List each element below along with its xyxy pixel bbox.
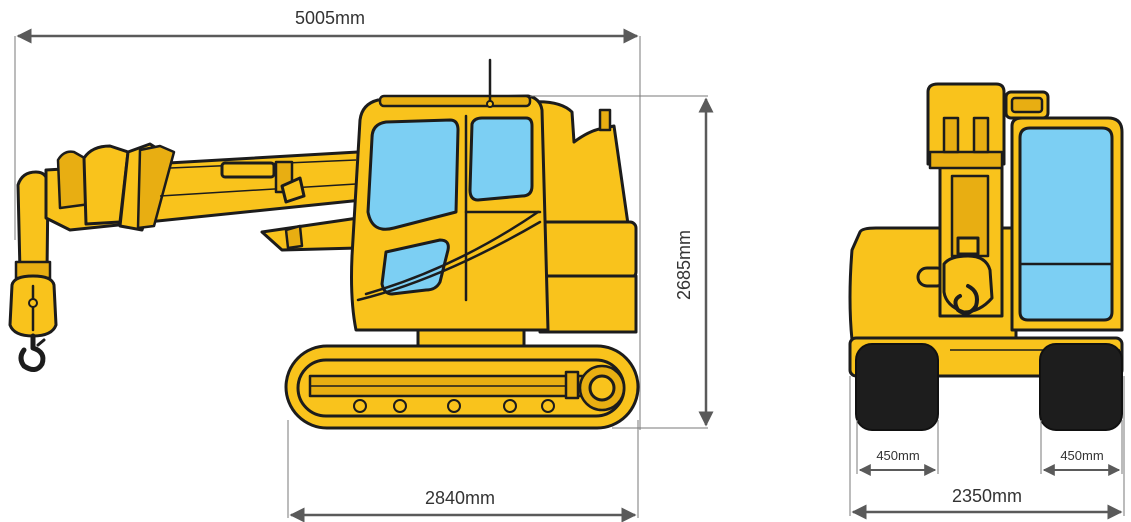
hook-icon-rear: [953, 284, 979, 316]
crane-side-view: [8, 58, 640, 430]
cab-front-window: [366, 118, 460, 231]
overall-length-label: 5005mm: [295, 8, 365, 28]
cab-side-window: [468, 116, 534, 202]
operator-cab: [350, 58, 550, 332]
left-track-rear: [855, 343, 939, 431]
overall-height-label: 2685mm: [674, 230, 694, 300]
crane-rear-view: [848, 82, 1124, 431]
track-width-right-label: 450mm: [1060, 448, 1103, 463]
telescopic-boom: [44, 142, 364, 252]
hook-block: [8, 170, 58, 338]
overall-width-label: 2350mm: [952, 486, 1022, 506]
dim-overall-width: 2350mm: [849, 376, 1125, 520]
dim-overall-length: 5005mm: [14, 8, 641, 430]
dim-track-length: 2840mm: [287, 420, 639, 522]
dim-track-width-right: 450mm: [1040, 420, 1123, 476]
track-width-left-label: 450mm: [876, 448, 919, 463]
crawler-track-side: [284, 328, 640, 430]
dim-overall-height: 2685mm: [530, 95, 714, 429]
dim-track-width-left: 450mm: [856, 420, 939, 476]
rear-housing: [528, 100, 638, 334]
track-length-label: 2840mm: [425, 488, 495, 508]
hook-icon: [18, 333, 46, 372]
cab-lower-window: [380, 238, 450, 296]
rear-cab-window: [1018, 126, 1114, 322]
right-track-rear: [1039, 343, 1123, 431]
